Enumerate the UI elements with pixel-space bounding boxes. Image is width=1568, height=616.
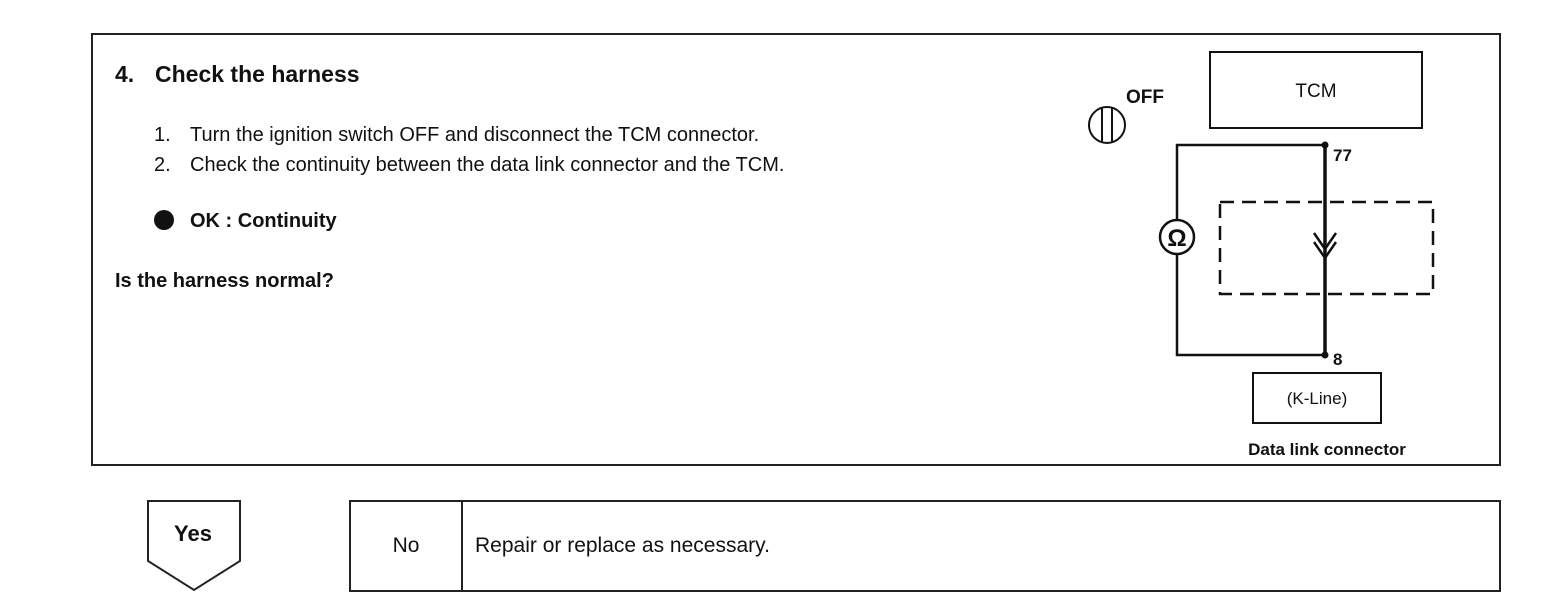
ohmmeter-icon <box>1158 218 1196 256</box>
kline-label: (K-Line) <box>1287 389 1347 408</box>
arrow-down-icon <box>1312 232 1338 261</box>
pin-77-label: 77 <box>1333 146 1352 165</box>
pin-77-dot <box>1321 141 1329 149</box>
tcm-box <box>1209 51 1423 129</box>
meter-lead-wire <box>1175 143 1325 357</box>
bullet-dot-icon <box>154 210 174 230</box>
tcm-label: TCM <box>1295 81 1336 102</box>
no-action-text: Repair or replace as necessary. <box>475 534 770 557</box>
pin-8-label: 8 <box>1333 350 1342 369</box>
instruction-number: 2. <box>154 154 171 176</box>
step-panel: 4. Check the harness 1. Turn the ignition … <box>91 33 1501 466</box>
instruction-number: 1. <box>154 124 171 146</box>
dlc-label: Data link connector <box>1248 440 1406 459</box>
ohm-symbol: Ω <box>1167 225 1186 252</box>
no-answer-box: No Repair or replace as necessary. <box>349 500 1501 592</box>
kline-box <box>1252 372 1382 424</box>
ignition-off-label: OFF <box>1126 87 1164 108</box>
ok-criteria: OK : Continuity <box>154 210 337 233</box>
no-label: No <box>351 502 463 590</box>
step-title: 4. Check the harness <box>115 61 360 88</box>
yes-arrow-box <box>147 500 241 592</box>
harness-dashed-area <box>1218 200 1435 296</box>
instruction-2: 2. Check the continuity between the data … <box>154 154 784 177</box>
wiring-diagram: OFF TCM 77 8 Ω (K-Line) Data link connec… <box>1088 51 1435 459</box>
criteria-text: OK : Continuity <box>190 210 337 232</box>
ignition-switch-icon <box>1088 106 1126 144</box>
pin-8-dot <box>1321 351 1329 359</box>
instruction-text: Turn the ignition switch OFF and disconn… <box>190 124 760 146</box>
instruction-text: Check the continuity between the data li… <box>190 154 785 176</box>
yes-label: Yes <box>174 521 212 546</box>
question-text: Is the harness normal? <box>115 270 334 292</box>
instruction-1: 1. Turn the ignition switch OFF and disco… <box>154 124 759 147</box>
step-title-text: Check the harness <box>155 61 360 87</box>
step-number: 4. <box>115 61 135 87</box>
